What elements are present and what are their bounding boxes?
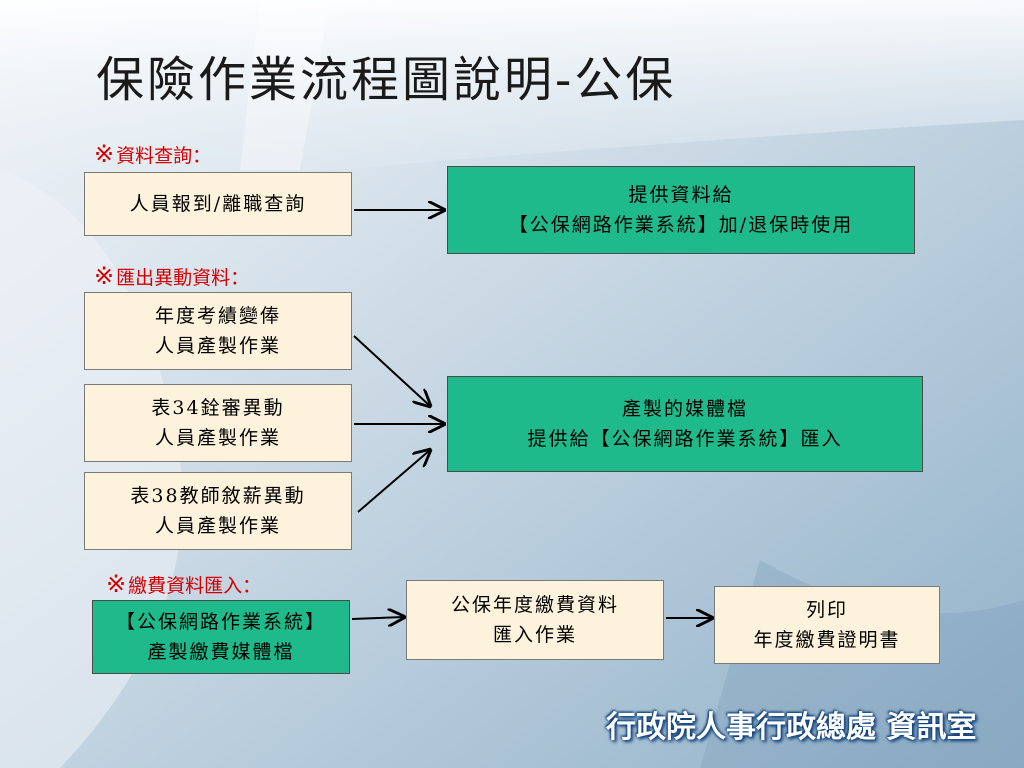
box-form38: 表38教師敘薪異動 人員產製作業: [84, 472, 352, 550]
box-media-file: 產製的媒體檔 提供給【公保網路作業系統】匯入: [447, 376, 923, 472]
box-performance-raise: 年度考績變俸 人員產製作業: [84, 292, 352, 370]
section-label-query: ※資料查詢：: [94, 140, 211, 168]
box-line: 公保年度繳費資料: [450, 594, 619, 616]
box-line: 表38教師敘薪異動: [130, 485, 306, 507]
box-line: 匯入作業: [492, 624, 577, 646]
section-label-text: 繳費資料匯入：: [128, 575, 262, 597]
box-line: 列印: [805, 599, 848, 621]
box-fee-import: 公保年度繳費資料 匯入作業: [406, 580, 664, 660]
box-line: 人員報到/離職查詢: [129, 193, 307, 215]
box-line: 【公保網路作業系統】: [115, 611, 326, 633]
section-label-fee-import: ※繳費資料匯入：: [106, 570, 261, 598]
reference-mark: ※: [94, 262, 115, 290]
box-line: 表34銓審異動: [151, 397, 285, 419]
box-form34: 表34銓審異動 人員產製作業: [84, 384, 352, 462]
reference-mark: ※: [106, 570, 127, 598]
box-line: 產製的媒體檔: [621, 398, 748, 420]
section-label-export: ※匯出異動資料：: [94, 262, 249, 290]
box-line: 人員產製作業: [154, 335, 281, 357]
box-line: 提供資料給: [628, 184, 734, 206]
box-line: 提供給【公保網路作業系統】匯入: [527, 428, 843, 450]
box-line: 人員產製作業: [154, 427, 281, 449]
section-label-text: 匯出異動資料：: [116, 267, 250, 289]
box-line: 年度繳費證明書: [753, 629, 901, 651]
section-label-text: 資料查詢：: [116, 145, 212, 167]
reference-mark: ※: [94, 140, 115, 168]
box-print-certificate: 列印 年度繳費證明書: [714, 586, 940, 664]
box-query: 人員報到/離職查詢: [84, 172, 352, 236]
slide-title: 保險作業流程圖說明-公保: [96, 52, 677, 108]
box-line: 【公保網路作業系統】加/退保時使用: [508, 214, 854, 236]
box-line: 產製繳費媒體檔: [147, 641, 295, 663]
box-system-fee-media: 【公保網路作業系統】 產製繳費媒體檔: [92, 600, 350, 674]
box-provide-data: 提供資料給 【公保網路作業系統】加/退保時使用: [447, 166, 915, 254]
footer-organization: 行政院人事行政總處 資訊室: [606, 710, 977, 745]
box-line: 年度考績變俸: [154, 305, 281, 327]
box-line: 人員產製作業: [154, 515, 281, 537]
